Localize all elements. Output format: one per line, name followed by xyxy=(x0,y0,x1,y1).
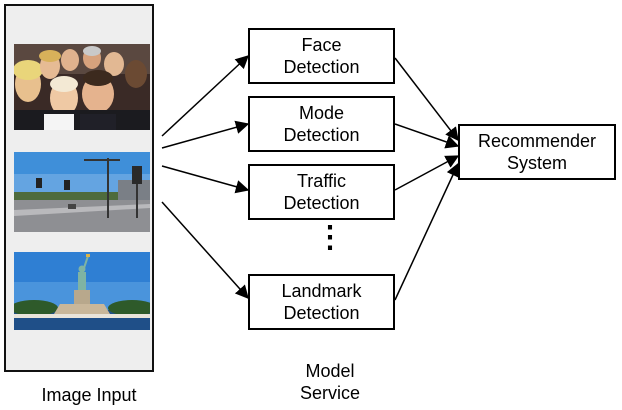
image-input-caption: Image Input xyxy=(41,385,137,405)
mode-detection-line1: Mode xyxy=(298,103,345,123)
arrow-input-to-face xyxy=(161,55,249,137)
model-service-caption-line2: Service xyxy=(299,383,361,403)
traffic-detection-line2: Detection xyxy=(283,193,360,213)
landmark-detection-line1: Landmark xyxy=(281,281,362,301)
face-detection-line2: Detection xyxy=(283,57,360,77)
arrow-landmark-to-recommender xyxy=(394,162,460,301)
arrow-face-to-recommender xyxy=(394,57,459,142)
recommender-line2: System xyxy=(506,153,567,173)
street-image xyxy=(14,152,150,232)
selfie-illustration xyxy=(14,44,150,130)
mode-detection-box: Mode Detection xyxy=(248,96,395,152)
model-service-caption: Model Service xyxy=(270,360,390,404)
landmark-illustration xyxy=(14,252,150,330)
model-service-caption-line1: Model xyxy=(305,361,355,381)
ellipsis-more-models: ⋮ xyxy=(315,221,345,254)
arrow-traffic-to-recommender xyxy=(394,155,460,191)
landmark-detection-box: Landmark Detection xyxy=(248,274,395,330)
face-detection-line1: Face xyxy=(301,35,342,55)
landmark-image xyxy=(14,252,150,330)
recommender-line1: Recommender xyxy=(477,131,597,151)
street-illustration xyxy=(14,152,150,232)
face-detection-box: Face Detection xyxy=(248,28,395,84)
recommender-system-box: Recommender System xyxy=(458,124,616,180)
selfie-image xyxy=(14,44,150,130)
image-input-panel xyxy=(4,4,154,372)
traffic-detection-line1: Traffic xyxy=(296,171,346,191)
arrow-input-to-landmark xyxy=(161,201,249,300)
mode-detection-line2: Detection xyxy=(283,125,360,145)
traffic-detection-box: Traffic Detection xyxy=(248,164,395,220)
landmark-detection-line2: Detection xyxy=(283,303,360,323)
arrow-input-to-traffic xyxy=(161,165,250,194)
arrow-mode-to-recommender xyxy=(394,123,460,149)
arrow-input-to-mode xyxy=(161,120,250,149)
